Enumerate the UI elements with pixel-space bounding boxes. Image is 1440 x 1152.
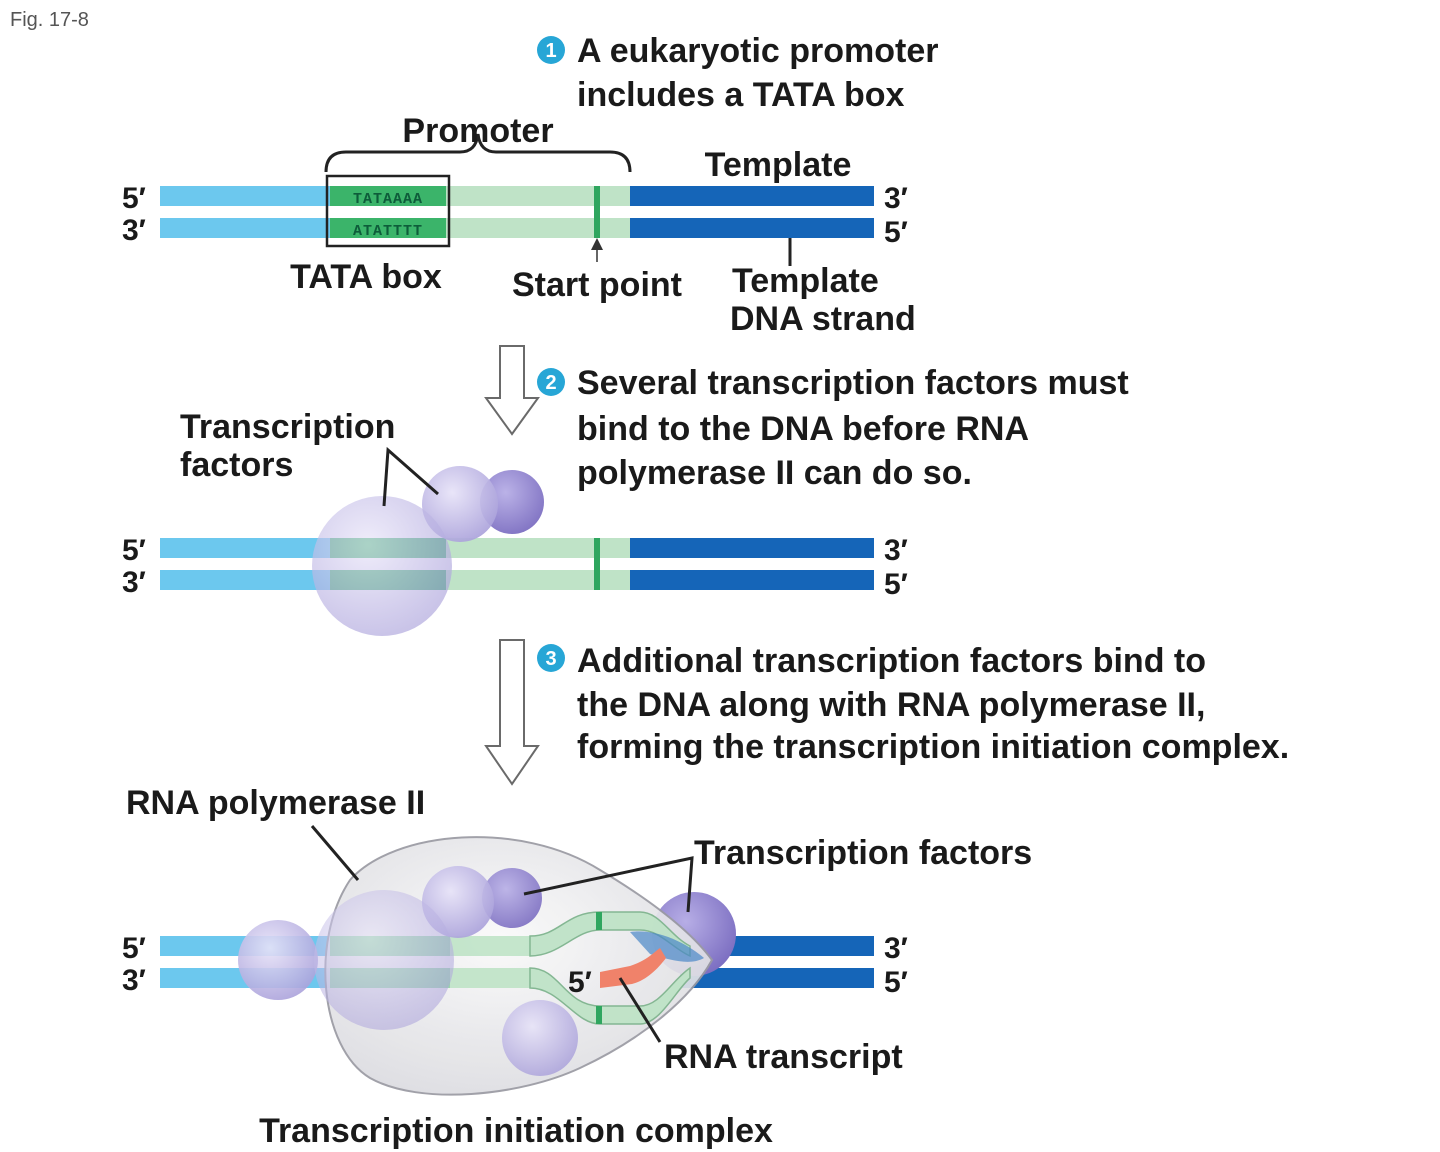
step3-group: 3 Additional transcription factors bind …: [122, 642, 1289, 1150]
step3-badge: [537, 644, 565, 672]
step2-bottom-3-label: 3′: [122, 566, 146, 599]
template-label: Template: [705, 146, 852, 184]
step-arrow-2: [484, 639, 540, 786]
template-strand-label-line-2: DNA strand: [730, 300, 916, 338]
tata-box-label: TATA box: [290, 258, 442, 296]
step2-tf-pointer: [382, 446, 439, 507]
step2-top-5-label: 5′: [122, 534, 146, 567]
step1-text-line-2: includes a TATA box: [577, 76, 905, 114]
step3-tf-pointer: [523, 856, 694, 913]
step2-top-3-label: 3′: [884, 534, 908, 567]
step2-badge: [537, 368, 565, 396]
step3-text-line-3: forming the transcription initiation com…: [577, 728, 1289, 766]
step1-top-5-label: 5′: [122, 182, 146, 215]
step2-tf-small-dark: [480, 470, 544, 534]
rna-pol-pointer: [310, 825, 360, 881]
rna-polymerase-label: RNA polymerase II: [126, 784, 425, 822]
template-strand-label-line-1: Template: [732, 262, 879, 300]
promoter-brace: [324, 133, 632, 173]
step1-text-line-1: A eukaryotic promoter: [577, 32, 939, 70]
step1-top-3-label: 3′: [884, 182, 908, 215]
step1-bottom-5-label: 5′: [884, 216, 908, 249]
rna-transcript: [600, 948, 666, 988]
step3-bottom-3-label: 3′: [122, 964, 146, 997]
step3-tf-left: [238, 920, 318, 1000]
tata-top-sequence: TATAAAA: [353, 191, 423, 208]
step2-number: 2: [545, 372, 556, 394]
step2-group: 2 Several transcription factors must bin…: [122, 364, 1129, 636]
start-point-label: Start point: [512, 266, 682, 304]
step2-text-line-1: Several transcription factors must: [577, 364, 1129, 402]
tata-bottom-sequence: ATATTTT: [353, 223, 423, 240]
step2-tf-small: [422, 466, 498, 542]
step3-top-5-label: 5′: [122, 932, 146, 965]
dna-step2: [160, 538, 874, 590]
promoter-label: Promoter: [402, 112, 553, 150]
step1-number: 1: [545, 40, 556, 62]
step3-number: 3: [545, 648, 556, 670]
step3-text-line-2: the DNA along with RNA polymerase II,: [577, 686, 1205, 724]
step2-text-line-2: bind to the DNA before RNA: [577, 410, 1029, 448]
figure-label: Fig. 17-8: [10, 9, 89, 31]
rna-transcript-pointer: [618, 977, 662, 1043]
dna-step1: [160, 186, 874, 238]
step3-text-line-1: Additional transcription factors bind to: [577, 642, 1206, 680]
rna-5-label: 5′: [568, 966, 592, 999]
step1-group: 1 A eukaryotic promoter includes a TATA …: [122, 32, 939, 338]
template-inside-bubble: [630, 931, 704, 962]
step-arrow-1: [484, 345, 540, 436]
step2-text-line-3: polymerase II can do so.: [577, 454, 972, 492]
step3-tf-label: Transcription factors: [694, 834, 1032, 872]
tata-box-outline: [325, 174, 451, 248]
rna-transcript-label: RNA transcript: [664, 1038, 903, 1076]
step2-tf-label-line-1: Transcription: [180, 408, 395, 446]
step2-bottom-5-label: 5′: [884, 568, 908, 601]
complex-label: Transcription initiation complex: [259, 1112, 773, 1150]
step2-tf-label-line-2: factors: [180, 446, 293, 484]
step3-tf-upper-dark: [482, 868, 542, 928]
step2-tf-large: [312, 496, 452, 636]
step3-bottom-5-label: 5′: [884, 966, 908, 999]
step3-tf-large: [314, 890, 454, 1030]
step1-bottom-3-label: 3′: [122, 214, 146, 247]
step1-badge: [537, 36, 565, 64]
step3-top-3-label: 3′: [884, 932, 908, 965]
step3-tf-lower: [502, 1000, 578, 1076]
